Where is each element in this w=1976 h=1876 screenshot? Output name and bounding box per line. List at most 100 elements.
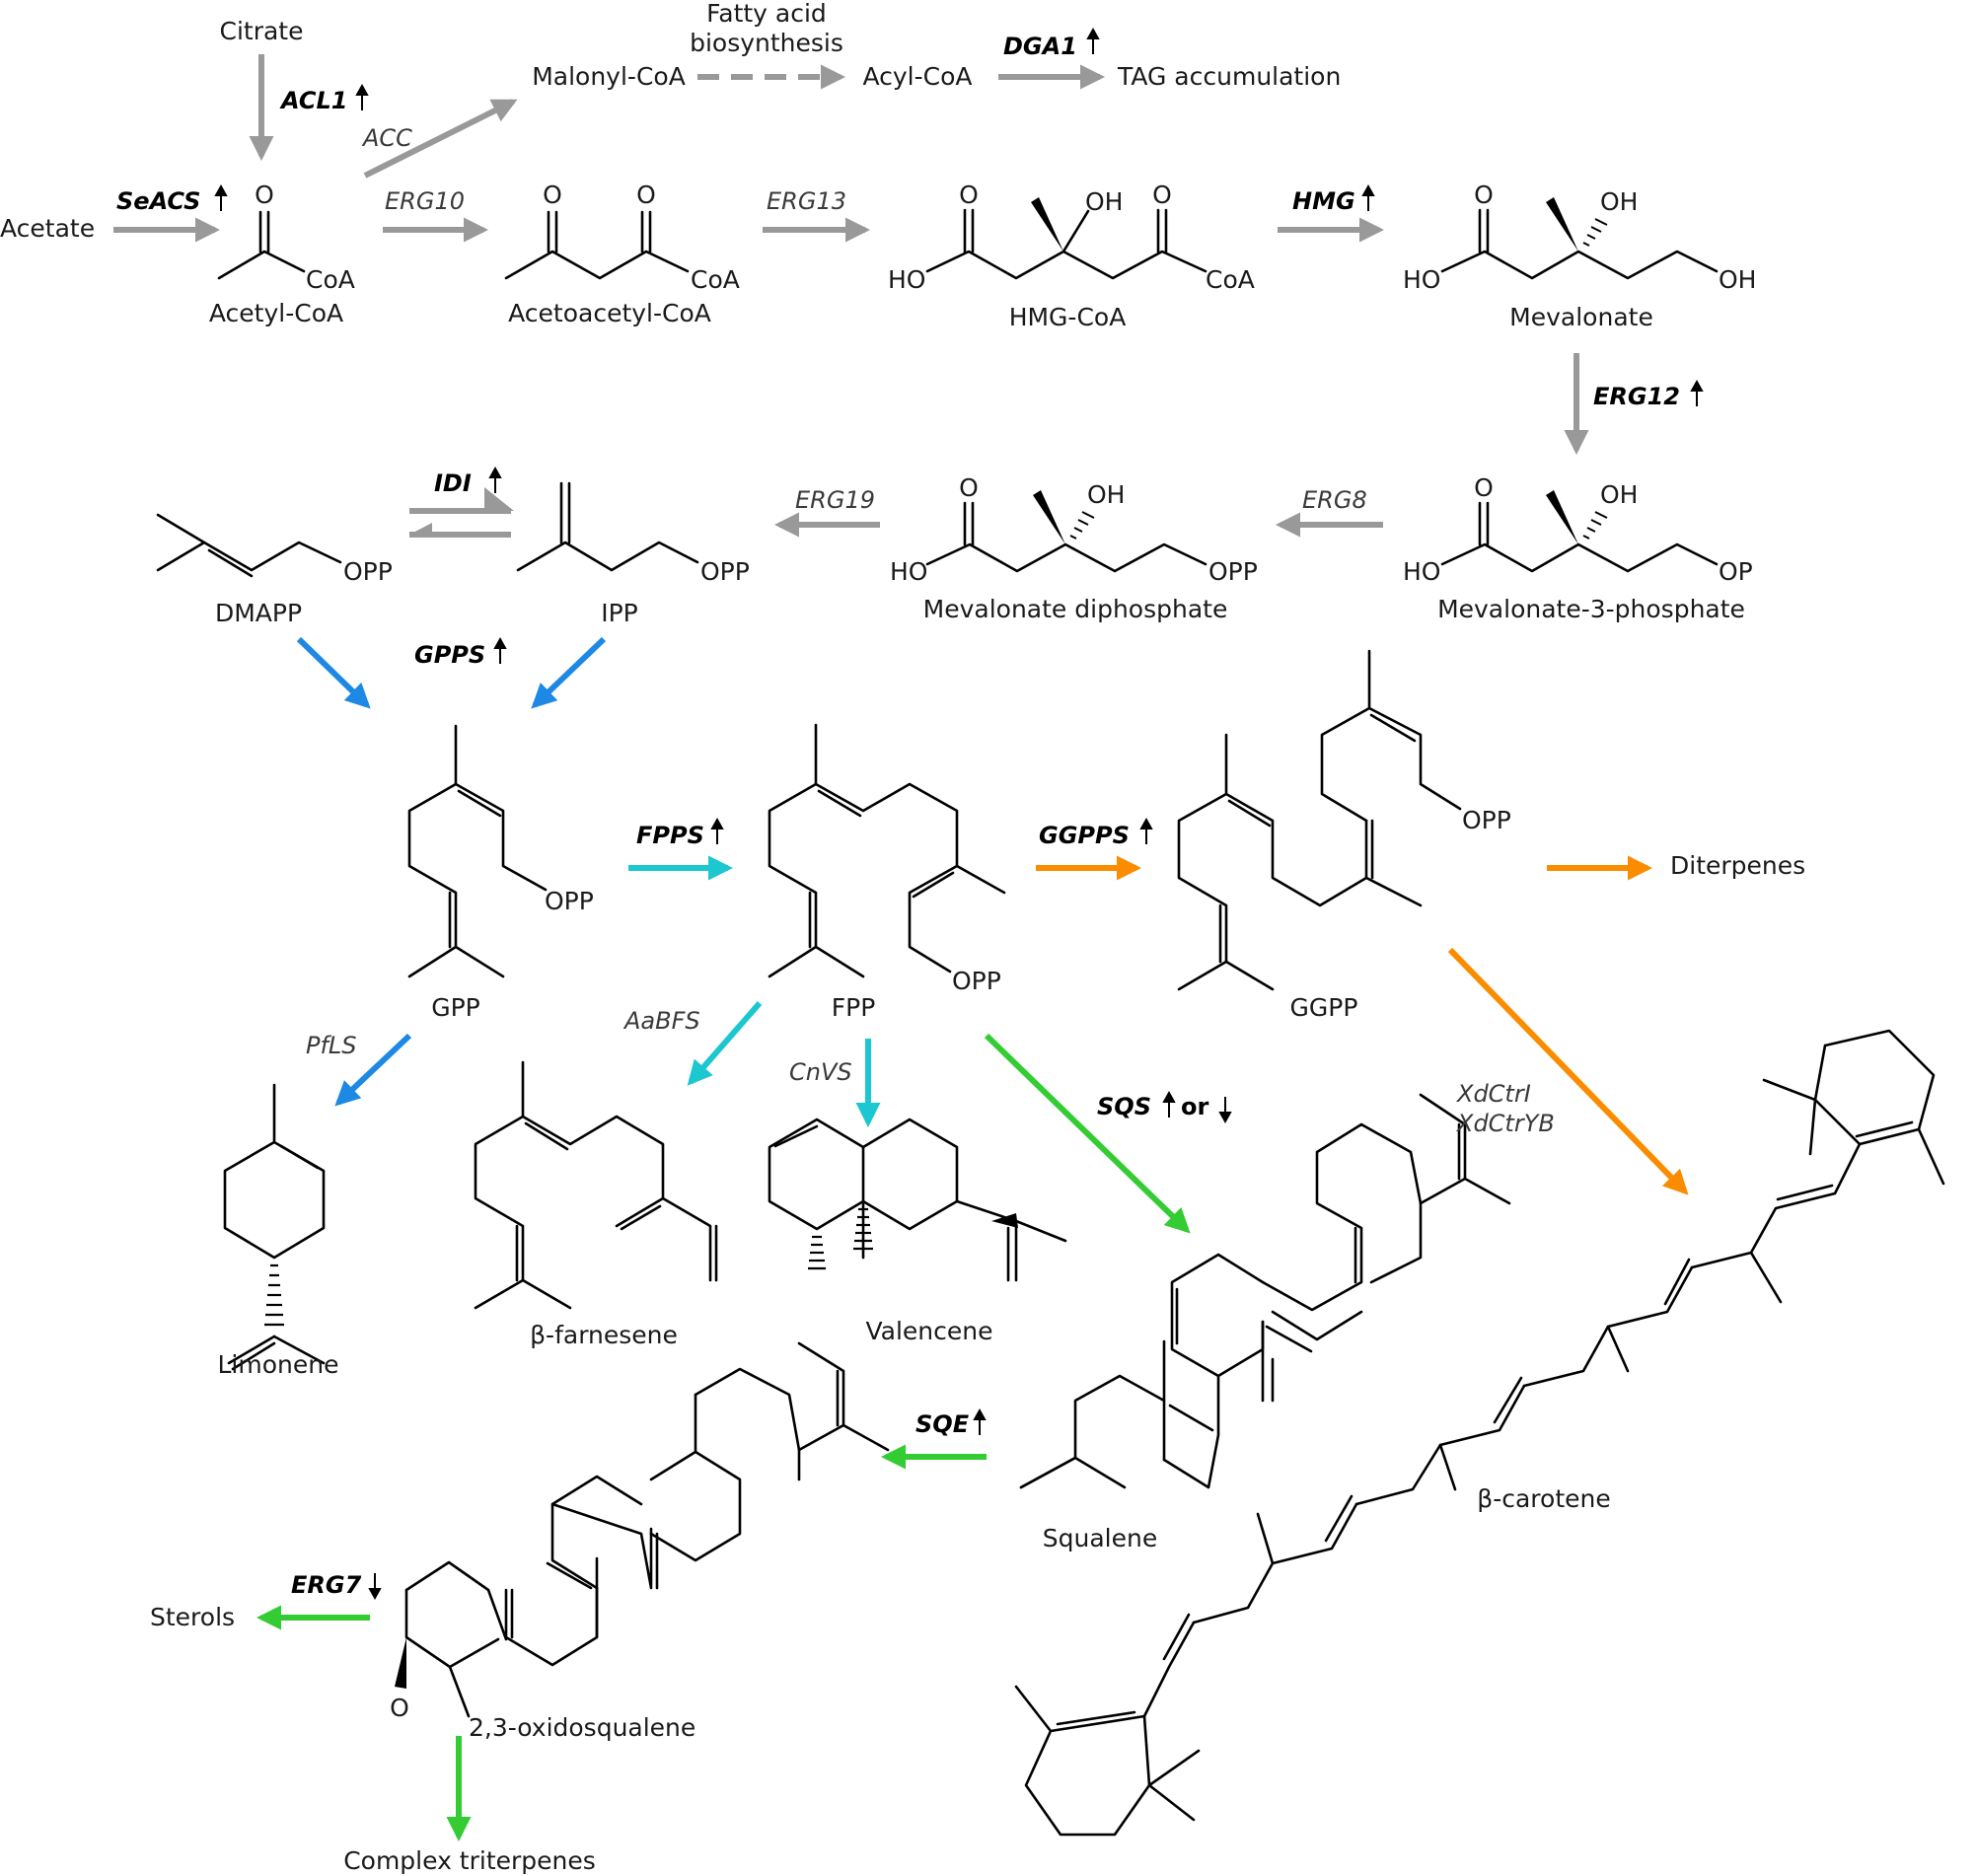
atom-acac-o2: O [636,180,656,209]
atom-acac-o1: O [543,180,562,209]
wedge-mevalonate [1546,197,1578,252]
enzyme-erg13: ERG13 [767,187,846,215]
up-arrow-erg12 [1690,379,1704,406]
enzyme-erg19: ERG19 [795,486,875,514]
label-acetoacetyl-coa: Acetoacetyl-CoA [508,299,711,327]
up-arrow-acl1 [355,83,369,110]
label-citrate: Citrate [220,17,304,45]
structure-fpp [768,723,1006,978]
structure-gpp [407,724,548,978]
label-acyl-coa: Acyl-CoA [862,62,972,91]
structure-acetyl-coa [217,210,306,280]
enzyme-seacs: SeACS [116,187,200,215]
atom-fpp-opp: OPP [952,967,1001,995]
arrow-ggpp-carotene [1447,947,1689,1195]
atom-acetyl-coa: CoA [306,265,355,294]
up-arrow-dga1 [1086,27,1100,54]
label-mevalonate: Mevalonate [1509,303,1653,331]
wedge-valencene [991,1213,1018,1228]
hash-limonene [264,1263,284,1327]
label-malonyl-coa: Malonyl-CoA [532,62,686,91]
atom-mev3p-oh: OH [1600,480,1638,509]
wedge-mev3p [1546,490,1578,544]
grey-arrows [113,54,1589,538]
label-diterpenes: Diterpenes [1670,851,1805,880]
hash-mev3p [1582,511,1608,540]
structure-valencene [768,1118,1067,1282]
orange-arrows [1036,855,1689,1195]
label-acetate: Acetate [0,214,95,243]
wedge-hmg [1031,197,1063,252]
atom-ggpp-opp: OPP [1462,806,1511,834]
atom-labels: O CoA O O CoA O O HO OH CoA O HO OH OH O… [255,180,1756,1722]
atom-hmg-coa: CoA [1206,265,1255,294]
atom-acac-coa: CoA [691,265,740,294]
enzyme-erg10: ERG10 [385,187,465,215]
enzyme-erg12: ERG12 [1593,383,1680,410]
label-fpp: FPP [832,993,876,1022]
hash-mevalonate [1582,218,1608,247]
atom-mevpp-ho: HO [890,557,927,586]
structure-squalene [1019,1093,1511,1489]
label-mev3p: Mevalonate-3-phosphate [1437,595,1745,623]
blue-arrows [296,636,607,1107]
arrow-fpp-farnesene [687,1001,763,1086]
structure-mev3p [1440,501,1719,573]
atom-mevpp-opp: OPP [1208,557,1258,586]
green-arrows [256,1033,1191,1842]
structure-mevalonate [1440,208,1719,280]
enzyme-idi: IDI [434,469,472,497]
atom-gpp-opp: OPP [545,887,594,915]
molecule-labels: Citrate Acetate Acetyl-CoA Malonyl-CoA A… [0,0,1805,1875]
label-ggpp: GGPP [1290,993,1358,1022]
atom-mev-o: O [1474,180,1494,209]
enzyme-sqs: SQS [1097,1093,1151,1120]
regulation-arrows [214,27,1704,1601]
label-farnesene: β-farnesene [530,1321,678,1349]
atom-mev-oh1: OH [1600,187,1638,216]
up-arrow-gpps [493,636,507,664]
enzyme-dga1: DGA1 [1003,33,1077,60]
up-arrow-ggpps [1139,817,1153,844]
atom-acetyl-o: O [255,180,274,209]
atom-mev3p-op: OP [1719,557,1753,586]
enzyme-cnvs: CnVS [789,1058,852,1086]
arrow-gpp-limonene [334,1033,412,1107]
arrow-fpp-squalene [984,1033,1191,1234]
enzyme-xdctri: XdCtrI [1455,1080,1531,1108]
arrow-dmapp-gpp [296,636,371,709]
atom-hmg-o2: O [1152,180,1172,209]
label-oxidosqualene: 2,3-oxidosqualene [469,1713,695,1742]
enzyme-aabfs: AaBFS [622,1007,700,1035]
label-tag: TAG accumulation [1117,62,1341,91]
label-hmg-coa: HMG-CoA [1009,303,1127,331]
atom-hmg-o1: O [959,180,979,209]
enzyme-gpps: GPPS [414,641,485,669]
structure-farnesene [474,1060,718,1310]
atom-mevpp-o: O [959,473,979,502]
up-arrow-hmg [1361,183,1375,211]
atom-hmg-ho: HO [888,265,925,294]
label-sterols: Sterols [150,1603,235,1631]
enzyme-acc: ACC [361,124,412,152]
structure-ipp [516,481,699,572]
label-fatty-acid-1: Fatty acid [706,0,827,28]
label-acetyl-coa: Acetyl-CoA [209,299,343,327]
up-arrow-fpps [710,817,724,844]
enzyme-xdctryb: XdCtrYB [1455,1110,1555,1137]
structure-dmapp [156,513,342,578]
atom-dmapp-opp: OPP [343,557,393,586]
label-complex-triterpenes: Complex triterpenes [343,1846,596,1875]
structure-oxidosqualene [404,1341,890,1718]
atom-hmg-oh: OH [1085,187,1123,216]
down-arrow-erg7 [368,1573,382,1601]
up-arrow-seacs [214,183,228,211]
structure-carotene [1014,1029,1945,1837]
arrow-ipp-gpp [531,636,607,709]
label-carotene: β-carotene [1477,1484,1610,1513]
enzyme-fpps: FPPS [636,822,704,849]
label-fatty-acid-2: biosynthesis [690,29,843,57]
wedge-epoxide [395,1637,406,1689]
cyan-arrows [628,855,881,1128]
